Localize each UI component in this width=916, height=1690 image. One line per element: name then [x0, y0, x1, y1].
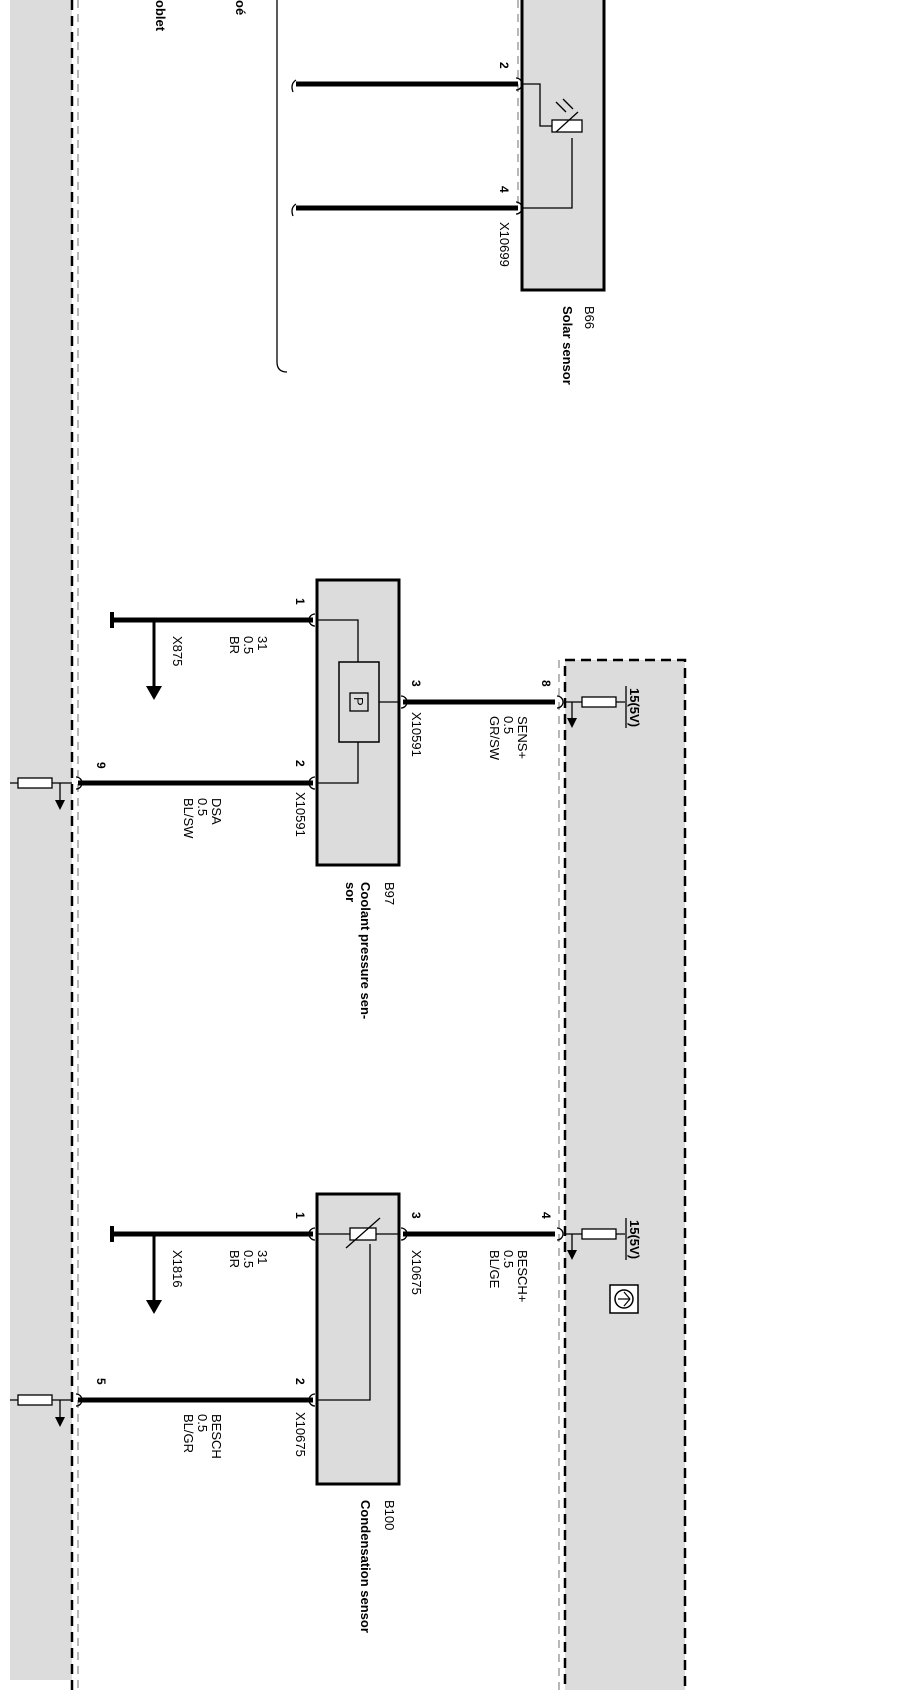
b100-conn-1 [308, 1227, 316, 1241]
b66-light-ray-1 [555, 101, 567, 113]
b100-conn-5 [75, 1393, 83, 1407]
b100-name: Condensation sensor [358, 1500, 373, 1633]
b97-ret-color: BL/SW [181, 798, 196, 839]
b100-pullup-arrow [567, 1250, 577, 1260]
module-symbol-icon [609, 1284, 639, 1314]
b66-wire-end-4 [291, 203, 297, 217]
b97-ret-name: DSA [209, 798, 224, 825]
b97-conn-3 [400, 695, 408, 709]
b66-name: Solar sensor [560, 306, 575, 385]
b97-ret-size: 0.5 [195, 798, 210, 816]
b100-sig-name: BESCH+ [515, 1250, 530, 1302]
b97-sig-pin: 8 [539, 680, 553, 687]
b66-internal-trace-2 [522, 138, 573, 209]
b97-connector-top: X10591 [409, 712, 424, 757]
b100-ground-arrow [146, 1300, 162, 1314]
b100-conn-4 [556, 1227, 564, 1241]
b97-return-resistor [17, 777, 53, 789]
b100-trace-2 [317, 1244, 371, 1401]
left-module-label-1: oé [233, 0, 248, 15]
b97-connector-bottom: X10591 [293, 792, 308, 837]
b97-trace-2 [317, 742, 359, 784]
b66-light-ray-2 [562, 98, 574, 110]
b66-internal-trace [522, 83, 560, 127]
b97-pullup-resistor [581, 696, 617, 708]
b97-conn-2 [308, 776, 316, 790]
b100-ret-color: BL/GR [181, 1414, 196, 1453]
b66-wire-end-2 [291, 79, 297, 93]
b100-conn-2 [308, 1393, 316, 1407]
b100-connector-bottom: X10675 [293, 1412, 308, 1457]
b100-ground-color: BR [227, 1250, 242, 1268]
b97-name-line1: Coolant pressure sen- [358, 882, 373, 1019]
b66-pin-a: 2 [497, 62, 511, 69]
b97-ground-point: X875 [170, 636, 185, 666]
b100-pin-3: 3 [409, 1212, 423, 1219]
b100-pullup-resistor [581, 1228, 617, 1240]
b66-harness-bracket [276, 0, 288, 373]
right-module-panel [563, 658, 687, 1690]
b100-conn-3 [400, 1227, 408, 1241]
b100-return-resistor [17, 1394, 53, 1406]
supply-label-b: 15(5V) [627, 1220, 642, 1259]
b97-name-line2: sor [343, 882, 358, 902]
b100-ret-name: BESCH [209, 1414, 224, 1459]
b97-return-arrow [55, 800, 65, 810]
b97-id: B97 [382, 882, 397, 905]
b97-sig-size: 0.5 [501, 716, 516, 734]
b100-resistor-element [349, 1227, 377, 1241]
b100-id: B100 [382, 1500, 397, 1530]
b100-sig-size: 0.5 [501, 1250, 516, 1268]
b100-pin-2: 2 [293, 1378, 307, 1385]
b66-id: B66 [582, 306, 597, 329]
b97-ground-color: BR [227, 636, 242, 654]
b100-connector-top: X10675 [409, 1250, 424, 1295]
b97-ret-pin: 9 [94, 762, 108, 769]
b97-trace-1 [317, 619, 359, 662]
b100-ret-pin: 5 [94, 1378, 108, 1385]
b97-pin-3: 3 [409, 680, 423, 687]
b100-ground-id: 31 [255, 1250, 270, 1264]
b97-pin-2: 2 [293, 760, 307, 767]
b100-pin-1: 1 [293, 1212, 307, 1219]
b97-pullup-arrow [567, 718, 577, 728]
b100-ground-size: 0.5 [241, 1250, 256, 1268]
b100-resistor-arrow [345, 1217, 381, 1249]
supply-label-a: 15(5V) [627, 688, 642, 727]
b100-box [315, 1192, 401, 1486]
b97-pressure-symbol: P [351, 697, 366, 706]
left-module-panel [10, 0, 72, 1680]
b97-conn-1 [308, 613, 316, 627]
b97-ground-id: 31 [255, 636, 270, 650]
b100-sig-pin: 4 [539, 1212, 553, 1219]
b97-ground-arrow [146, 686, 162, 700]
b100-return-arrow [55, 1417, 65, 1427]
b97-conn-9 [75, 776, 83, 790]
b97-sig-name: SENS+ [515, 716, 530, 759]
b66-photo-arrow [555, 111, 579, 133]
b66-connector: X10699 [497, 222, 512, 267]
b97-conn-8 [556, 695, 564, 709]
b97-sig-color: GR/SW [487, 716, 502, 761]
b97-pin-1: 1 [293, 598, 307, 605]
b66-box [520, 0, 606, 292]
b97-ground-size: 0.5 [241, 636, 256, 654]
b100-ground-point: X1816 [170, 1250, 185, 1288]
b97-pressure-symbol-box [349, 692, 369, 712]
b66-pin-b: 4 [497, 186, 511, 193]
left-module-label-2: oblet [153, 0, 168, 32]
b100-sig-color: BL/GE [487, 1250, 502, 1289]
b100-ret-size: 0.5 [195, 1414, 210, 1432]
